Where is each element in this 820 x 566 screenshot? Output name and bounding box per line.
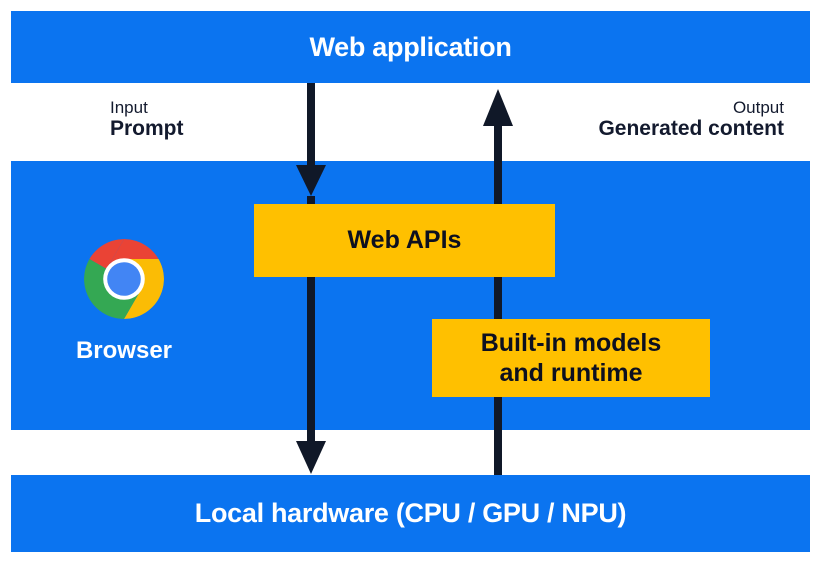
chrome-logo-icon — [84, 239, 164, 319]
browser-label: Browser — [75, 337, 173, 364]
built-in-models-line1: Built-in models — [480, 328, 662, 357]
local-hardware-label: Local hardware (CPU / GPU / NPU) — [194, 498, 627, 528]
output-value: Generated content — [598, 117, 784, 141]
web-apis-label: Web APIs — [347, 226, 462, 255]
output-kicker: Output — [732, 98, 784, 117]
output-flow-label: Output Generated content — [598, 98, 784, 141]
input-flow-label: Input Prompt — [110, 98, 184, 141]
input-kicker: Input — [110, 98, 148, 117]
web-application-label: Web application — [309, 31, 512, 62]
browser-identity: Browser — [44, 239, 204, 365]
local-hardware-band: Local hardware (CPU / GPU / NPU) — [11, 475, 810, 552]
built-in-models-line2: and runtime — [499, 359, 643, 387]
web-apis-box: Web APIs — [254, 204, 555, 277]
input-value: Prompt — [110, 117, 184, 141]
built-in-models-box: Built-in models and runtime — [432, 319, 710, 397]
web-application-band: Web application — [11, 11, 810, 83]
